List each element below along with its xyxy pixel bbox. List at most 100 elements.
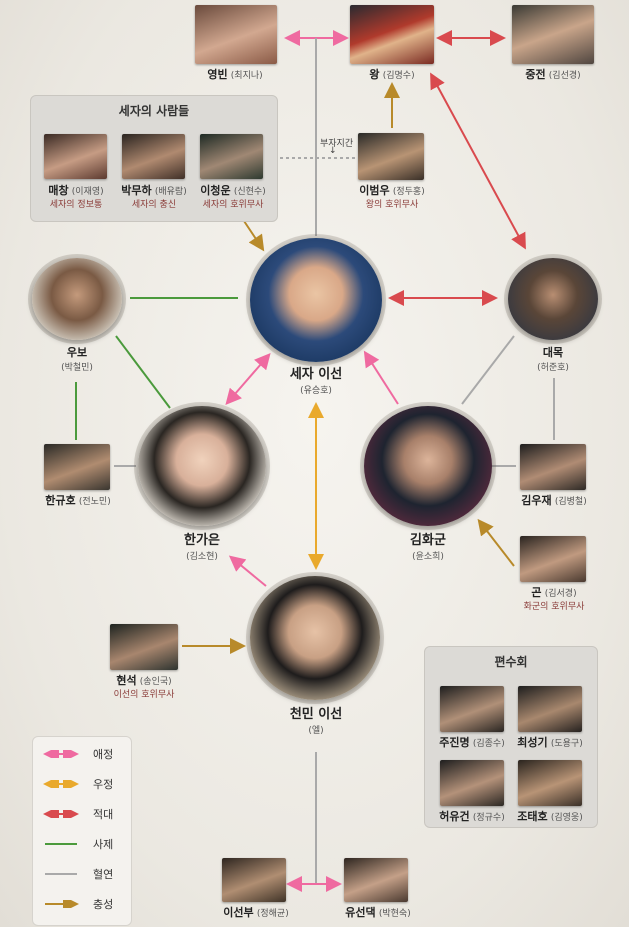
photo-jotaeho	[518, 760, 582, 806]
actor-leeseonbu: (정해균)	[256, 909, 289, 919]
legend-line-affection	[43, 750, 79, 758]
name-wubo: 우보	[66, 346, 88, 359]
actor-choiseonggi: (도용구)	[550, 739, 583, 749]
legend-label-friendship: 우정	[93, 778, 114, 791]
name-leeseonbu: 이선부	[223, 906, 254, 919]
actor-maechang: (이재영)	[71, 187, 104, 197]
note-father-son: 부자지간	[320, 139, 354, 149]
note-father-son-arrow: ↓	[329, 146, 337, 156]
actor-king: (김명수)	[382, 71, 415, 81]
label-hangaeun: 한가은 (김소현)	[132, 532, 272, 563]
actor-wubo: (박철민)	[61, 362, 93, 373]
actor-cheonmin: (엘)	[308, 725, 324, 736]
link-gon-kimhwagun	[477, 518, 515, 567]
actor-kimwoojae: (김병철)	[554, 497, 587, 507]
photo-hyunseok	[110, 624, 178, 670]
label-leebeomwoo: 이범우 (정두홍) 왕의 호위무사	[340, 184, 444, 211]
legend-label-hostility: 적대	[93, 808, 114, 821]
photo-daemok	[508, 258, 598, 340]
name-queen: 중전	[525, 68, 546, 81]
label-leeseonbu: 이선부 (정해균)	[208, 906, 304, 921]
photo-yuseondaek	[344, 858, 408, 902]
actor-yuseondaek: (박현숙)	[378, 909, 411, 919]
link-king-daemok	[430, 72, 526, 250]
name-kimhwagun: 김화군	[410, 533, 446, 548]
name-crownprince: 세자 이선	[289, 367, 343, 382]
actor-hangaeun: (김소현)	[186, 551, 218, 562]
name-parkmuha: 박무하	[121, 184, 152, 197]
label-jotaeho: 조태호 (김영웅)	[506, 810, 594, 825]
name-maechang: 매창	[48, 184, 69, 197]
panel-crown-people-title: 세자의 사람들	[118, 104, 190, 118]
label-cheonmin: 천민 이선 (엘)	[246, 706, 386, 737]
actor-heoyugeon: (정규수)	[472, 813, 505, 823]
label-kimwoojae: 김우재 (김병철)	[506, 494, 602, 509]
photo-maechang	[44, 134, 107, 179]
name-choiseonggi: 최성기	[517, 736, 548, 749]
link-wubo-hangaeun	[115, 335, 171, 409]
photo-heoyugeon	[440, 760, 504, 806]
link-hangaeun-cheonmin	[228, 555, 267, 587]
actor-gon: (김서경)	[544, 589, 577, 599]
label-yuseondaek: 유선댁 (박현숙)	[330, 906, 426, 921]
name-kimwoojae: 김우재	[521, 494, 552, 507]
actor-leecheongun: (신현수)	[233, 187, 266, 197]
actor-parkmuha: (배유람)	[154, 187, 187, 197]
photo-leebeomwoo	[358, 133, 424, 180]
legend-line-mentor	[45, 843, 77, 845]
label-king: 왕 (김명수)	[330, 68, 454, 83]
label-heoyugeon: 허유건 (정규수)	[428, 810, 516, 825]
legend-item-blood: 혈연	[33, 863, 131, 885]
photo-yeongbin	[195, 5, 277, 64]
role-leecheongun: 세자의 호위무사	[202, 199, 264, 210]
actor-queen: (김선경)	[548, 71, 581, 81]
photo-king	[350, 5, 434, 64]
label-maechang: 매창 (이재영) 세자의 정보통	[30, 184, 122, 211]
link-hangaeun-crownprince	[225, 352, 271, 406]
name-jotaeho: 조태호	[517, 810, 548, 823]
photo-choiseonggi	[518, 686, 582, 732]
photo-hangaeun	[138, 406, 266, 526]
photo-kimwoojae	[520, 444, 586, 490]
legend-label-mentor: 사제	[93, 838, 114, 851]
label-yeongbin: 영빈 (최지나)	[170, 68, 300, 83]
name-cheonmin: 천민 이선	[289, 707, 343, 722]
photo-queen	[512, 5, 594, 64]
actor-crownprince: (유승호)	[300, 385, 332, 396]
legend-item-affection: 애정	[33, 743, 131, 765]
legend-line-blood	[45, 873, 77, 875]
label-hyunseok: 현석 (송인국) 이선의 호위무사	[94, 674, 194, 701]
legend-item-loyalty: 충성	[33, 893, 131, 915]
name-yuseondaek: 유선댁	[345, 906, 376, 919]
legend-item-mentor: 사제	[33, 833, 131, 855]
name-leebeomwoo: 이범우	[359, 184, 390, 197]
legend-item-friendship: 우정	[33, 773, 131, 795]
legend-line-hostility	[43, 810, 79, 818]
photo-gon	[520, 536, 586, 582]
photo-crownprince	[250, 238, 382, 362]
label-choiseonggi: 최성기 (도용구)	[506, 736, 594, 751]
label-crownprince: 세자 이선 (유승호)	[246, 366, 386, 397]
role-leebeomwoo: 왕의 호위무사	[365, 199, 419, 210]
photo-jujinmyeong	[440, 686, 504, 732]
actor-kimhwagun: (윤소희)	[412, 551, 444, 562]
actor-leebeomwoo: (정두홍)	[392, 187, 425, 197]
name-gon: 곤	[531, 586, 542, 599]
name-jujinmyeong: 주진명	[439, 736, 470, 749]
legend-line-friendship	[43, 780, 79, 788]
legend-line-loyalty	[45, 900, 79, 908]
label-wubo: 우보 (박철민)	[32, 346, 122, 374]
photo-kimhwagun	[364, 406, 492, 526]
legend: 애정 우정 적대 사제 혈연 충성	[32, 736, 132, 926]
name-yeongbin: 영빈	[207, 68, 228, 81]
label-hangyuho: 한규호 (전노민)	[30, 494, 126, 509]
label-leecheongun: 이청운 (신현수) 세자의 호위무사	[186, 184, 280, 211]
label-jujinmyeong: 주진명 (김종수)	[428, 736, 516, 751]
name-hyunseok: 현석	[116, 674, 137, 687]
label-queen: 중전 (김선경)	[490, 68, 616, 83]
photo-leeseonbu	[222, 858, 286, 902]
role-parkmuha: 세자의 충신	[131, 199, 177, 210]
photo-wubo	[32, 258, 122, 340]
name-heoyugeon: 허유건	[439, 810, 470, 823]
actor-daemok: (허준호)	[537, 362, 569, 373]
